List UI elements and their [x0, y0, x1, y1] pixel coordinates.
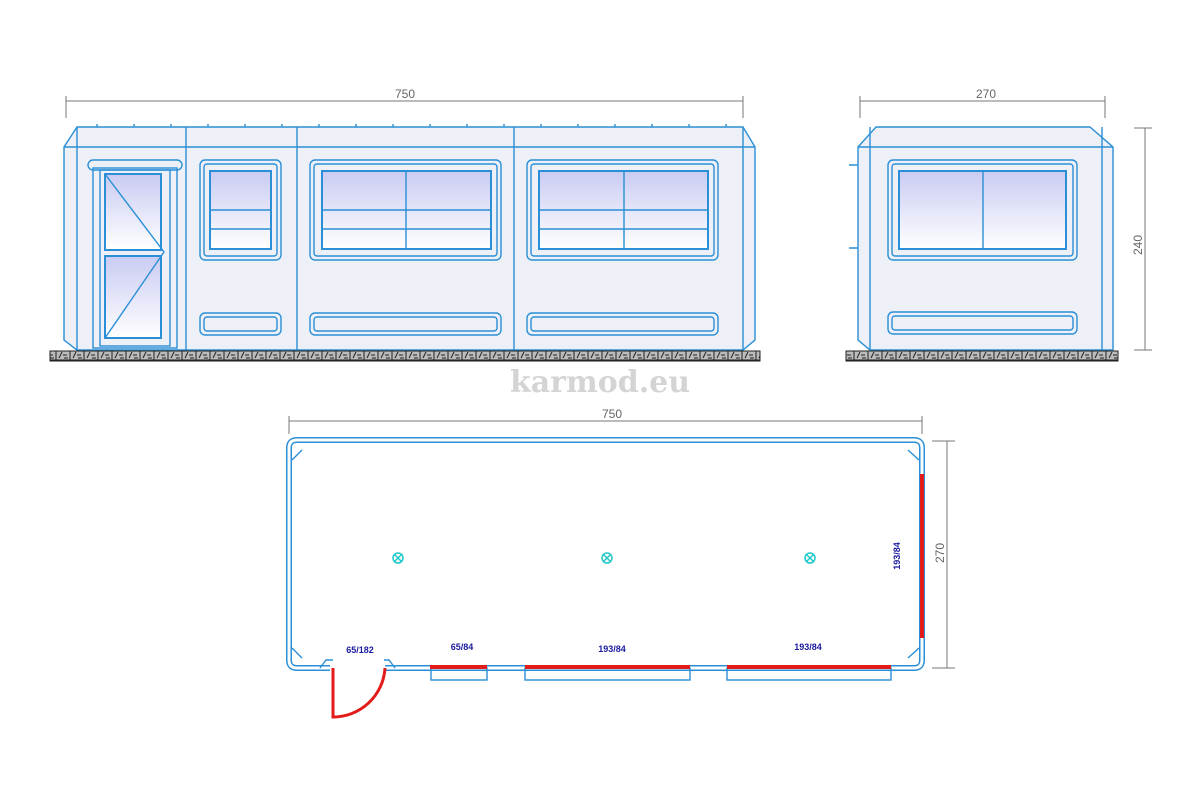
side-ground — [845, 350, 1119, 362]
plan-width-dimension: 750 — [288, 407, 923, 434]
front-ground — [49, 350, 761, 362]
plan-lamps — [392, 552, 816, 564]
roof-bolts — [96, 124, 727, 127]
side-height-label: 240 — [1131, 235, 1145, 255]
side-width-dimension: 270 — [859, 87, 1106, 118]
front-width-label: 750 — [395, 87, 415, 101]
side-width-label: 270 — [976, 87, 996, 101]
lamp-icon — [804, 552, 816, 564]
window-label: 65/84 — [451, 642, 474, 652]
window-label: 193/84 — [892, 542, 902, 570]
window-label: 193/84 — [794, 642, 822, 652]
window-label: 193/84 — [598, 644, 626, 654]
side-elevation: 270 240 — [845, 87, 1152, 362]
plan-walls — [286, 437, 925, 671]
plan-door: 65/182 — [319, 645, 396, 719]
front-window-large-1 — [309, 159, 502, 261]
side-height-dimension: 240 — [1131, 127, 1152, 351]
lamp-icon — [601, 552, 613, 564]
door-label: 65/182 — [346, 645, 374, 655]
plan-windows: 65/84 193/84 193/84 193/84 — [430, 474, 924, 681]
front-window-large-2 — [526, 159, 719, 261]
lamp-icon — [392, 552, 404, 564]
side-vent — [887, 311, 1078, 335]
front-elevation: 750 — [49, 87, 761, 362]
front-vents — [199, 312, 719, 336]
front-width-dimension: 750 — [65, 87, 744, 118]
plan-depth-label: 270 — [933, 543, 947, 563]
watermark: karmod.eu — [510, 365, 690, 400]
side-window — [887, 159, 1078, 261]
floor-plan: 750 270 65/182 65/84 193/84 193/84 — [286, 407, 955, 719]
plan-width-label: 750 — [602, 407, 622, 421]
front-door — [87, 159, 183, 349]
front-window-small — [199, 159, 282, 261]
plan-depth-dimension: 270 — [932, 440, 955, 669]
